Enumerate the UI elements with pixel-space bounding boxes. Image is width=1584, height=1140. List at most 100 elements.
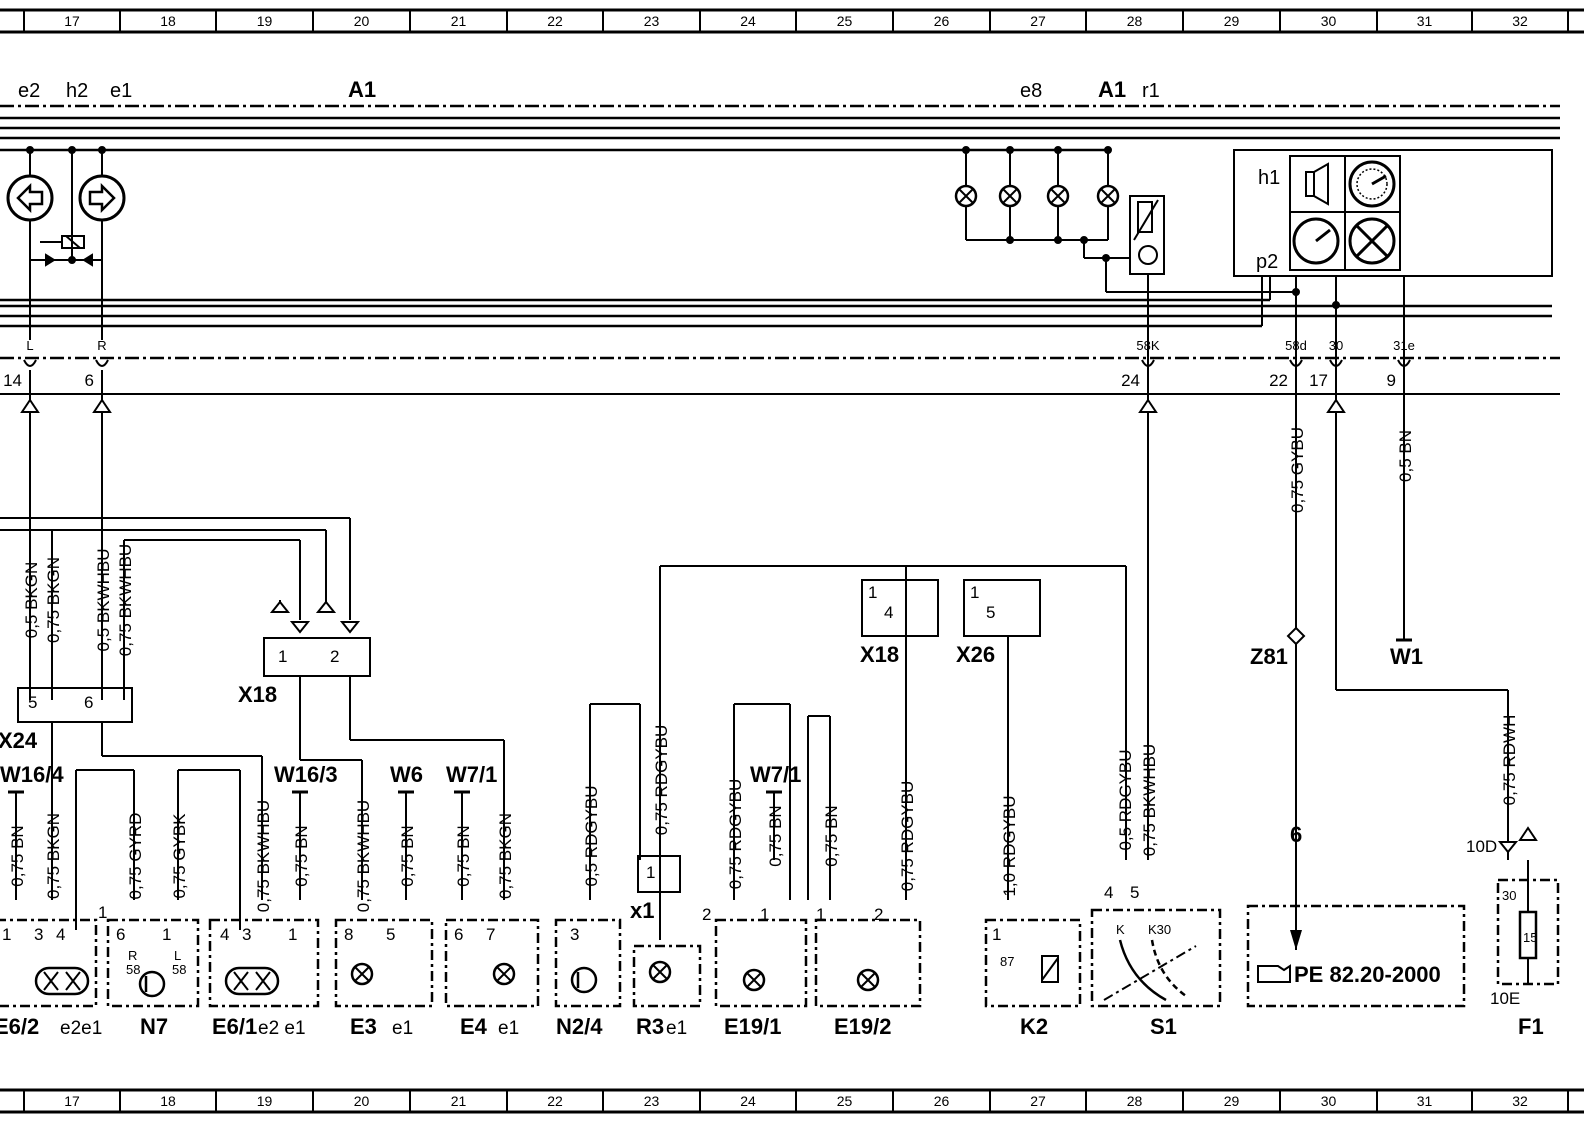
pin-label: 8 <box>344 925 353 944</box>
pin-label: K <box>1116 922 1125 937</box>
component-e19-1: 2 1 <box>702 905 808 1008</box>
pin-label: 1 <box>970 583 979 602</box>
wire-spec-label: 0,5 BKGN <box>22 562 41 639</box>
ruler-column-number: 32 <box>1512 1093 1528 1109</box>
pin-label: 2 <box>874 905 883 924</box>
connector-pin-name: L <box>26 338 33 353</box>
reference-sheet-number: 6 <box>1290 822 1302 847</box>
ruler-column-number: 22 <box>547 13 563 29</box>
relay-icon <box>1041 955 1059 983</box>
pin-label: 15 <box>1523 930 1537 945</box>
connector-x1: x1 <box>630 898 654 923</box>
pin-label: 1 <box>278 647 287 666</box>
center-harness: 1 4 X18 1 5 X26 <box>589 565 1127 900</box>
connector-pin-name: 58K <box>1136 338 1159 353</box>
transistor-icon <box>138 970 166 998</box>
pin-label: L <box>174 948 181 963</box>
connector-x18-left: X18 <box>238 682 277 707</box>
connector-x26: X26 <box>956 642 995 667</box>
bus-label-r1: r1 <box>1142 80 1160 102</box>
component-n2-4: 3 <box>554 918 622 1008</box>
wire-spec-label: 0,75 BN <box>766 805 785 866</box>
up-arrow-icon <box>1138 398 1158 413</box>
pin-label: 1 <box>288 925 297 944</box>
ground-w6: W6 <box>390 762 423 787</box>
pin-label: 58 <box>172 962 186 977</box>
connector-pin-name: 58d <box>1285 338 1307 353</box>
transistor-icon <box>570 966 598 994</box>
pin-label: 2 <box>330 647 339 666</box>
lamp-icon <box>742 968 766 992</box>
connector-pin-socket <box>95 359 109 367</box>
pin-label: 6 <box>454 925 463 944</box>
pin-label: 1 <box>646 863 655 882</box>
ruler-column-number: 24 <box>740 1093 756 1109</box>
wire-spec-label: 0,75 GYBK <box>170 813 189 899</box>
component-n7: 6 1 1 R 58 L 58 <box>98 903 200 1008</box>
lamp-icon <box>492 962 516 986</box>
double-lamp-icon <box>224 966 280 996</box>
pin-label: 7 <box>486 925 495 944</box>
cluster-label-h1: h1 <box>1258 167 1280 189</box>
wire-labels: 0,5 BKGN 0,75 BKGN 0,5 BKWHBU 0,75 BKWHBU 0,… <box>8 427 1519 912</box>
wire-spec-label: 0,75 BKWHBU <box>354 800 373 912</box>
component-subname: e1 <box>498 1018 519 1039</box>
wire-spec-label: 0,75 BKGN <box>496 813 515 899</box>
component-s1: 4 5 K K30 <box>1090 883 1222 1008</box>
connector-pin-name: R <box>97 338 106 353</box>
ground-w7-1-left: W7/1 <box>446 762 497 787</box>
ruler-column-number: 17 <box>64 13 80 29</box>
connector-pin-socket <box>1329 359 1343 367</box>
connector-pin-number: 22 <box>1269 371 1288 390</box>
pin-label: 3 <box>570 925 579 944</box>
ruler-column-number: 19 <box>257 13 273 29</box>
connector-pin-name: 31e <box>1393 338 1415 353</box>
pin-label: 1 <box>98 903 107 922</box>
switch-icon <box>1103 939 1197 1002</box>
ruler-column-number: 18 <box>160 1093 176 1109</box>
buzzer-icon <box>1305 162 1329 206</box>
wire-spec-label: 0,75 BKWHBU <box>254 800 273 912</box>
speedometer-icon <box>1348 160 1396 208</box>
connector-pin-socket <box>1397 359 1411 367</box>
pin-label: 4 <box>1104 883 1113 902</box>
wire-spec-label: 0,75 BN <box>8 825 27 886</box>
wire-spec-label: 0,5 BKWHBU <box>94 549 113 652</box>
left-harness: 1 2 X18 5 6 X24 <box>0 517 505 930</box>
pin-label: 4 <box>220 925 229 944</box>
connector-pin-socket <box>23 359 37 367</box>
component-subname: e1 <box>392 1018 413 1039</box>
component-name: R3 <box>636 1014 664 1039</box>
ground-w16-3: W16/3 <box>274 762 338 787</box>
splice-icon <box>1286 626 1306 646</box>
pin-label: 30 <box>1502 888 1516 903</box>
cluster-label-p2: p2 <box>1256 251 1278 273</box>
component-name: E4 <box>460 1014 488 1039</box>
pin-label: 2 <box>702 905 711 924</box>
component-name: E19/2 <box>834 1014 892 1039</box>
pin-label: 6 <box>116 925 125 944</box>
lamp-icon <box>648 960 672 984</box>
pin-label: 5 <box>28 693 37 712</box>
component-name: E6/1 <box>212 1014 257 1039</box>
wire-spec-label: 0,5 RDGYBU <box>582 785 601 886</box>
lamp-icon <box>998 184 1022 208</box>
instrument-cluster: h1 p2 <box>1233 149 1553 370</box>
component-subname: e2e1 <box>60 1018 102 1039</box>
pin-label: 5 <box>986 603 995 622</box>
component-subname: e2 e1 <box>258 1018 306 1039</box>
pin-label: 58 <box>126 962 140 977</box>
pin-label: 3 <box>34 925 43 944</box>
component-e6-1: 4 3 1 <box>208 918 320 1008</box>
wire-spec-label: 0,75 BN <box>822 805 841 866</box>
component-k2: 1 87 <box>984 918 1082 1008</box>
wire-spec-label: 0,75 GYRD <box>126 813 145 900</box>
ruler-column-number: 25 <box>837 1093 853 1109</box>
components: 1 3 4 6 1 1 R 58 L 58 4 3 1 8 <box>0 826 1560 1039</box>
ruler-column-number: 21 <box>451 13 467 29</box>
fuse-label-10d: 10D <box>1466 837 1497 856</box>
